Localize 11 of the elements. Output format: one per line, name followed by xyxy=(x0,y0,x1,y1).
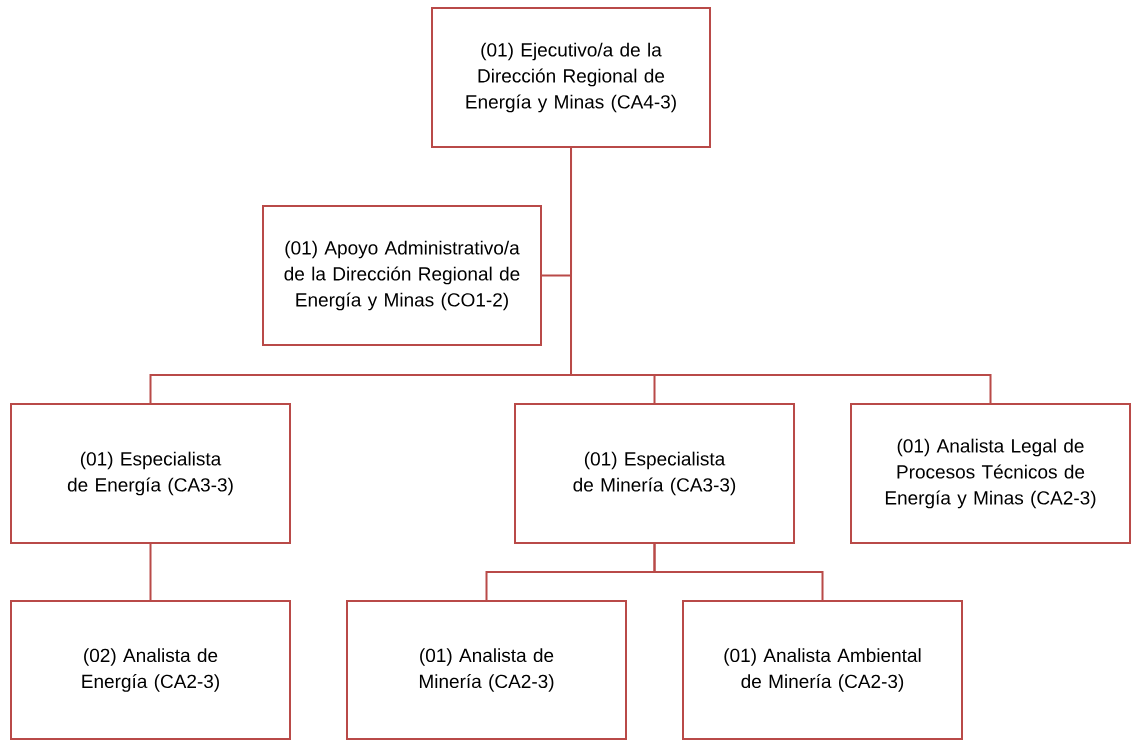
position-box: (01) Analista Legal de Procesos Técnicos de Energía y Minas (CA2-3) xyxy=(850,403,1131,544)
position-box: (01) Analista Ambiental de Minería (CA2-3) xyxy=(682,600,963,740)
position-box: (01) Apoyo Administrativo/a de la Dirección Regional de Energía y Minas (CO1-2) xyxy=(262,205,542,346)
connector-line xyxy=(149,543,152,601)
position-box: (01) Ejecutivo/a de la Dirección Regional de Energía y Minas (CA4-3) xyxy=(431,7,711,148)
connector-line xyxy=(570,147,992,404)
position-box: (01) Especialista de Energía (CA3-3) xyxy=(10,403,291,544)
connector-line xyxy=(653,543,824,601)
position-box: (01) Especialista de Minería (CA3-3) xyxy=(514,403,795,544)
position-box: (01) Analista de Minería (CA2-3) xyxy=(346,600,627,740)
position-box: (02) Analista de Energía (CA2-3) xyxy=(10,600,291,740)
